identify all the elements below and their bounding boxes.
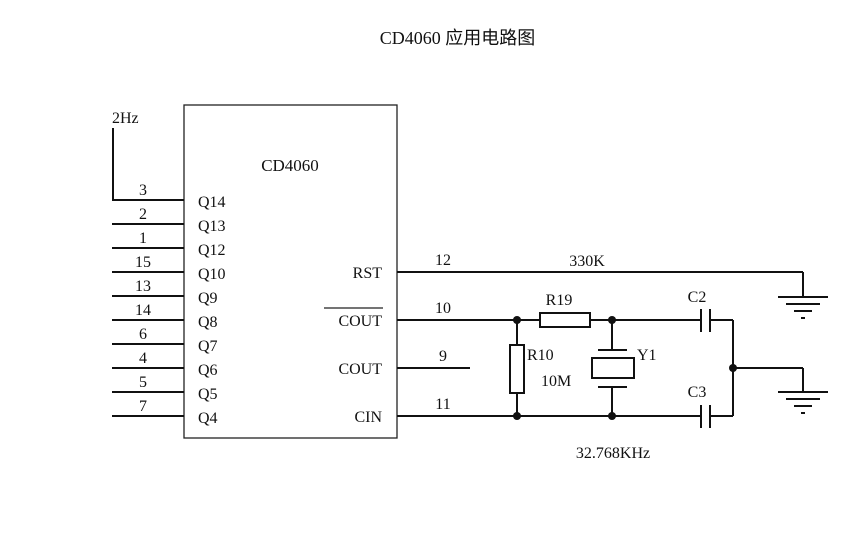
junction-dot	[608, 316, 616, 324]
pin-label: Q12	[198, 242, 226, 259]
pin-label: COUT	[338, 361, 382, 378]
pin-label: COUT	[338, 313, 382, 330]
pin-number: 13	[135, 278, 151, 295]
pin-number: 2	[139, 206, 147, 223]
pin-number: 12	[435, 252, 451, 269]
c3-label: C3	[688, 384, 707, 401]
c2-label: C2	[688, 289, 707, 306]
ground-symbol-1	[778, 296, 828, 319]
junction-dot	[513, 412, 521, 420]
pin-label: Q8	[198, 314, 218, 331]
pin-label: Q6	[198, 362, 218, 379]
pin-number: 6	[139, 326, 147, 343]
pin-number: 15	[135, 254, 151, 271]
pin-label: Q7	[198, 338, 218, 355]
pin-label: RST	[353, 265, 383, 282]
r10-label: R10	[527, 347, 554, 364]
r10-value: 10M	[541, 373, 571, 390]
pin-label: CIN	[354, 409, 382, 426]
pin-label: Q4	[198, 410, 218, 427]
y1-label: Y1	[637, 347, 657, 364]
resistor-r10	[509, 344, 525, 394]
ic-name: CD4060	[261, 156, 319, 175]
pin-number: 7	[139, 398, 147, 415]
pin-number: 11	[435, 396, 450, 413]
pin-label: Q5	[198, 386, 218, 403]
pin-number: 10	[435, 300, 451, 317]
junction-dot	[513, 316, 521, 324]
pin-label: Q9	[198, 290, 218, 307]
pin-number: 5	[139, 374, 147, 391]
junction-dot	[608, 412, 616, 420]
rst-resistor-value: 330K	[569, 253, 605, 270]
crystal-frequency: 32.768KHz	[576, 445, 650, 462]
pin-number: 3	[139, 182, 147, 199]
ground-symbol-2	[778, 391, 828, 414]
pin-number: 4	[139, 350, 147, 367]
pin-number: 14	[135, 302, 151, 319]
pin-label: Q10	[198, 266, 226, 283]
output-frequency-label: 2Hz	[112, 110, 139, 127]
crystal-y1	[591, 357, 635, 379]
pin-label: Q13	[198, 218, 226, 235]
pin-number: 1	[139, 230, 147, 247]
r19-label: R19	[546, 292, 573, 309]
diagram-title: CD4060 应用电路图	[379, 28, 536, 48]
pin-number: 9	[439, 348, 447, 365]
pin-label: Q14	[198, 194, 226, 211]
resistor-r19	[539, 312, 591, 328]
